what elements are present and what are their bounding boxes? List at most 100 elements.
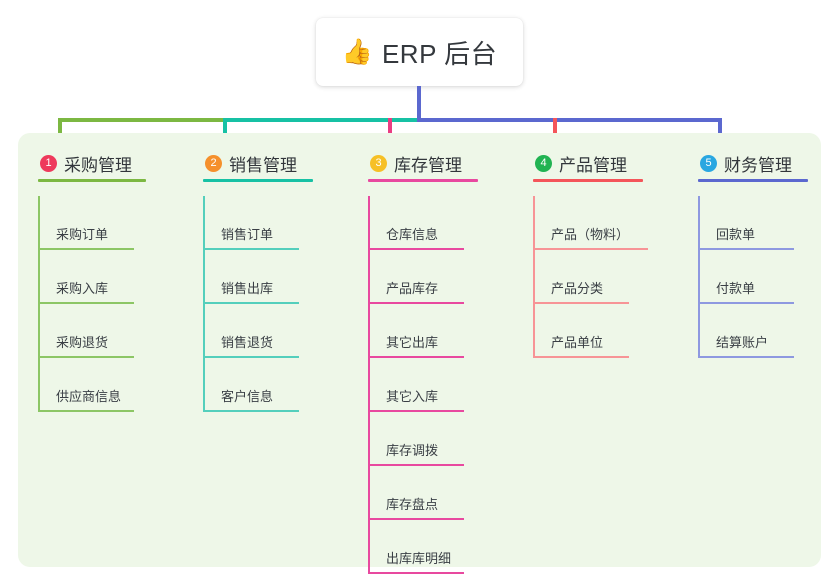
leaf-node[interactable]: 产品单位 xyxy=(533,304,643,358)
branch-number-badge: 1 xyxy=(40,154,57,172)
branch-header-产品管理[interactable]: 4 产品管理 xyxy=(533,147,643,179)
leaf-node[interactable]: 回款单 xyxy=(698,196,808,250)
leaf-node-underline xyxy=(698,356,794,358)
branch-title: 销售管理 xyxy=(229,155,297,175)
branch-underline xyxy=(38,179,146,182)
branch-underline xyxy=(368,179,478,182)
leaf-node[interactable]: 供应商信息 xyxy=(38,358,146,412)
leaf-node-label: 回款单 xyxy=(716,227,756,242)
branch-number-badge: 5 xyxy=(700,154,717,172)
branch-column-产品管理: 4 产品管理产品（物料） 产品分类产品单位 xyxy=(533,147,648,358)
bar-segment-teal xyxy=(223,118,419,122)
trunk-connector xyxy=(417,86,421,122)
leaf-node-underline xyxy=(368,410,464,412)
leaf-node[interactable]: 结算账户 xyxy=(698,304,808,358)
bar-segment-blue xyxy=(417,118,722,122)
leaf-node-underline xyxy=(203,302,299,304)
branch-item-list: 采购订单采购入库采购退货供应商信息 xyxy=(38,196,146,412)
leaf-node[interactable]: 销售退货 xyxy=(203,304,313,358)
leaf-node[interactable]: 其它出库 xyxy=(368,304,478,358)
branch-title: 库存管理 xyxy=(394,155,462,175)
leaf-node[interactable]: 采购订单 xyxy=(38,196,146,250)
leaf-node-label: 其它出库 xyxy=(386,335,439,350)
leaf-node[interactable]: 客户信息 xyxy=(203,358,313,412)
leaf-node[interactable]: 销售出库 xyxy=(203,250,313,304)
leaf-node-underline xyxy=(368,248,464,250)
leaf-node-underline xyxy=(368,302,464,304)
leaf-node-underline xyxy=(38,410,134,412)
branch-column-财务管理: 5 财务管理回款单付款单结算账户 xyxy=(698,147,808,358)
leaf-node-underline xyxy=(203,248,299,250)
leaf-node-label: 产品分类 xyxy=(551,281,604,296)
branch-column-库存管理: 3 库存管理仓库信息产品库存其它出库其它入库库存调拨库存盘点出库库明细 xyxy=(368,147,478,574)
leaf-node[interactable]: 产品分类 xyxy=(533,250,643,304)
branch-header-财务管理[interactable]: 5 财务管理 xyxy=(698,147,808,179)
leaf-node[interactable]: 仓库信息 xyxy=(368,196,478,250)
root-node-card[interactable]: 👍 ERP 后台 xyxy=(316,18,523,86)
leaf-node-underline xyxy=(368,464,464,466)
branch-number-badge: 2 xyxy=(205,154,222,172)
leaf-node-label: 采购订单 xyxy=(56,227,109,242)
branch-spine xyxy=(698,196,700,358)
leaf-node-label: 客户信息 xyxy=(221,389,274,404)
leaf-node[interactable]: 产品库存 xyxy=(368,250,478,304)
leaf-node-label: 采购退货 xyxy=(56,335,109,350)
leaf-node-underline xyxy=(698,302,794,304)
branch-spine xyxy=(368,196,370,574)
branch-item-list: 回款单付款单结算账户 xyxy=(698,196,808,358)
leaf-node[interactable]: 其它入库 xyxy=(368,358,478,412)
leaf-node-label: 结算账户 xyxy=(716,335,769,350)
leaf-node-label: 产品库存 xyxy=(386,281,439,296)
leaf-node-label: 产品单位 xyxy=(551,335,604,350)
leaf-node-underline xyxy=(368,356,464,358)
thumbs-up-icon: 👍 xyxy=(341,37,373,66)
leaf-node-label: 库存盘点 xyxy=(386,497,439,512)
branch-number-badge: 4 xyxy=(535,154,552,172)
leaf-node-underline xyxy=(203,356,299,358)
leaf-node[interactable]: 出库库明细 xyxy=(368,520,478,574)
branch-underline xyxy=(533,179,643,182)
leaf-node[interactable]: 库存调拨 xyxy=(368,412,478,466)
leaf-node-label: 库存调拨 xyxy=(386,443,439,458)
leaf-node-underline xyxy=(38,302,134,304)
leaf-node-label: 产品（物料） xyxy=(551,227,630,242)
leaf-node-label: 出库库明细 xyxy=(386,551,452,566)
branch-title: 产品管理 xyxy=(559,155,627,175)
leaf-node[interactable]: 采购入库 xyxy=(38,250,146,304)
branch-spine xyxy=(533,196,535,358)
leaf-node-underline xyxy=(368,572,464,574)
branch-column-采购管理: 1 采购管理采购订单采购入库采购退货供应商信息 xyxy=(38,147,146,412)
branch-header-销售管理[interactable]: 2 销售管理 xyxy=(203,147,313,179)
branch-title: 采购管理 xyxy=(64,155,132,175)
branches-panel xyxy=(18,133,821,567)
leaf-node[interactable]: 付款单 xyxy=(698,250,808,304)
leaf-node-label: 其它入库 xyxy=(386,389,439,404)
leaf-node-underline xyxy=(533,356,629,358)
leaf-node-underline xyxy=(38,356,134,358)
leaf-node-label: 仓库信息 xyxy=(386,227,439,242)
leaf-node[interactable]: 产品（物料） xyxy=(533,196,648,250)
leaf-node-label: 付款单 xyxy=(716,281,756,296)
branch-number-badge: 3 xyxy=(370,154,387,172)
leaf-node[interactable]: 库存盘点 xyxy=(368,466,478,520)
branch-title: 财务管理 xyxy=(724,155,792,175)
branch-spine xyxy=(38,196,40,412)
branch-item-list: 产品（物料） 产品分类产品单位 xyxy=(533,196,648,358)
leaf-node-label: 销售退货 xyxy=(221,335,274,350)
leaf-node-underline xyxy=(203,410,299,412)
leaf-node-label: 销售出库 xyxy=(221,281,274,296)
leaf-node-underline xyxy=(698,248,794,250)
leaf-node-underline xyxy=(533,248,648,250)
leaf-node[interactable]: 采购退货 xyxy=(38,304,146,358)
leaf-node-underline xyxy=(533,302,629,304)
branch-underline xyxy=(203,179,313,182)
leaf-node-label: 采购入库 xyxy=(56,281,109,296)
branch-header-库存管理[interactable]: 3 库存管理 xyxy=(368,147,478,179)
leaf-node-label: 供应商信息 xyxy=(56,389,122,404)
leaf-node-underline xyxy=(368,518,464,520)
leaf-node[interactable]: 销售订单 xyxy=(203,196,313,250)
branch-item-list: 仓库信息产品库存其它出库其它入库库存调拨库存盘点出库库明细 xyxy=(368,196,478,574)
branch-header-采购管理[interactable]: 1 采购管理 xyxy=(38,147,146,179)
branch-spine xyxy=(203,196,205,412)
